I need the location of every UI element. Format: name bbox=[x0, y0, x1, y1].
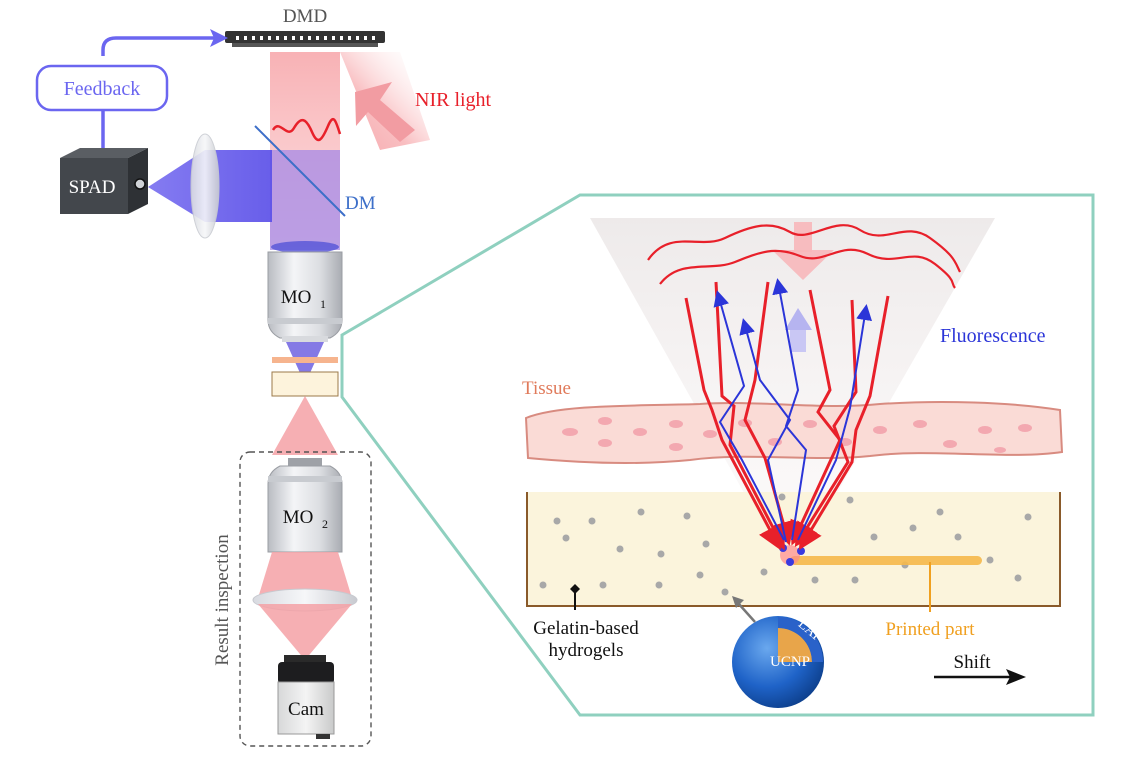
inspection-beam bbox=[272, 396, 338, 455]
mo1-subscript: 1 bbox=[320, 297, 326, 311]
gelatin-label-line1: Gelatin-based bbox=[533, 618, 639, 639]
shift-label: Shift bbox=[954, 652, 992, 673]
mo2-label: MO bbox=[283, 507, 314, 528]
dm-label: DM bbox=[345, 193, 376, 214]
dmd-device bbox=[225, 31, 385, 43]
camera-base bbox=[316, 734, 330, 739]
dichroic-mirror bbox=[254, 125, 346, 217]
mo1-label: MO bbox=[281, 287, 312, 308]
mo1-top-lens bbox=[271, 241, 339, 253]
up-arrow-shaft bbox=[790, 330, 806, 352]
feedback-arrow-head bbox=[210, 29, 228, 47]
dmd-pixels bbox=[236, 36, 375, 40]
hydrogel-sample bbox=[271, 371, 339, 397]
tissue-strip bbox=[272, 357, 338, 363]
up-arrow-head bbox=[785, 308, 812, 330]
illumination-cone bbox=[590, 218, 995, 575]
mo2-top bbox=[288, 458, 322, 466]
spad-label: SPAD bbox=[69, 177, 116, 198]
shift-arrow-head bbox=[1006, 669, 1026, 685]
cam-label: Cam bbox=[288, 699, 324, 720]
feedback-box bbox=[35, 64, 169, 112]
printed-part-line bbox=[790, 556, 982, 565]
tissue-layer bbox=[524, 401, 1064, 465]
result-inspection-label: Result inspection bbox=[212, 534, 233, 666]
fluorescence-rays bbox=[713, 278, 873, 543]
mo2-band bbox=[268, 476, 342, 482]
ucnp-particle-3 bbox=[786, 558, 794, 566]
wavefront-line bbox=[271, 117, 342, 142]
spad-aperture bbox=[134, 178, 146, 190]
result-inspection-box bbox=[239, 451, 372, 747]
dmd-base bbox=[232, 43, 378, 47]
printed-part-label: Printed part bbox=[885, 619, 975, 640]
mo1-band bbox=[268, 318, 342, 324]
dmd-label: DMD bbox=[283, 6, 327, 27]
ucnp-particle-2 bbox=[797, 547, 805, 555]
tissue-label: Tissue bbox=[522, 378, 571, 399]
gelatin-marker bbox=[570, 584, 580, 594]
hydrogel-particles bbox=[539, 493, 1032, 596]
ucnp-particle-1 bbox=[779, 544, 787, 552]
camera-body bbox=[277, 681, 335, 735]
wavefront-1 bbox=[647, 224, 961, 273]
sphere-pointer bbox=[737, 602, 756, 623]
mo2-objective bbox=[267, 465, 343, 553]
nir-light-label: NIR light bbox=[415, 89, 492, 111]
spad-lens bbox=[190, 133, 220, 239]
wavefront-2 bbox=[659, 248, 956, 289]
sphere-pointer-head bbox=[732, 596, 744, 608]
ucnp-label: UCNP bbox=[770, 654, 810, 670]
gelatin-label-line2: hydrogels bbox=[549, 640, 624, 661]
fluorescence-label: Fluorescence bbox=[940, 325, 1046, 347]
ucnp-core bbox=[778, 628, 812, 662]
mo2-to-lens-beam bbox=[258, 552, 352, 598]
camera-head bbox=[278, 662, 334, 684]
lap-shell bbox=[778, 617, 823, 662]
camera-top bbox=[284, 655, 326, 663]
feedback-label: Feedback bbox=[64, 78, 141, 100]
mo1-tip bbox=[282, 336, 328, 342]
lens-to-cam-beam bbox=[258, 604, 352, 660]
spad-box bbox=[60, 158, 128, 214]
mo2-subscript: 2 bbox=[322, 517, 328, 531]
spad-top bbox=[60, 148, 148, 158]
nir-arrow bbox=[355, 82, 415, 142]
hydrogel-outline bbox=[526, 492, 1061, 607]
down-arrow-shaft bbox=[794, 222, 812, 252]
